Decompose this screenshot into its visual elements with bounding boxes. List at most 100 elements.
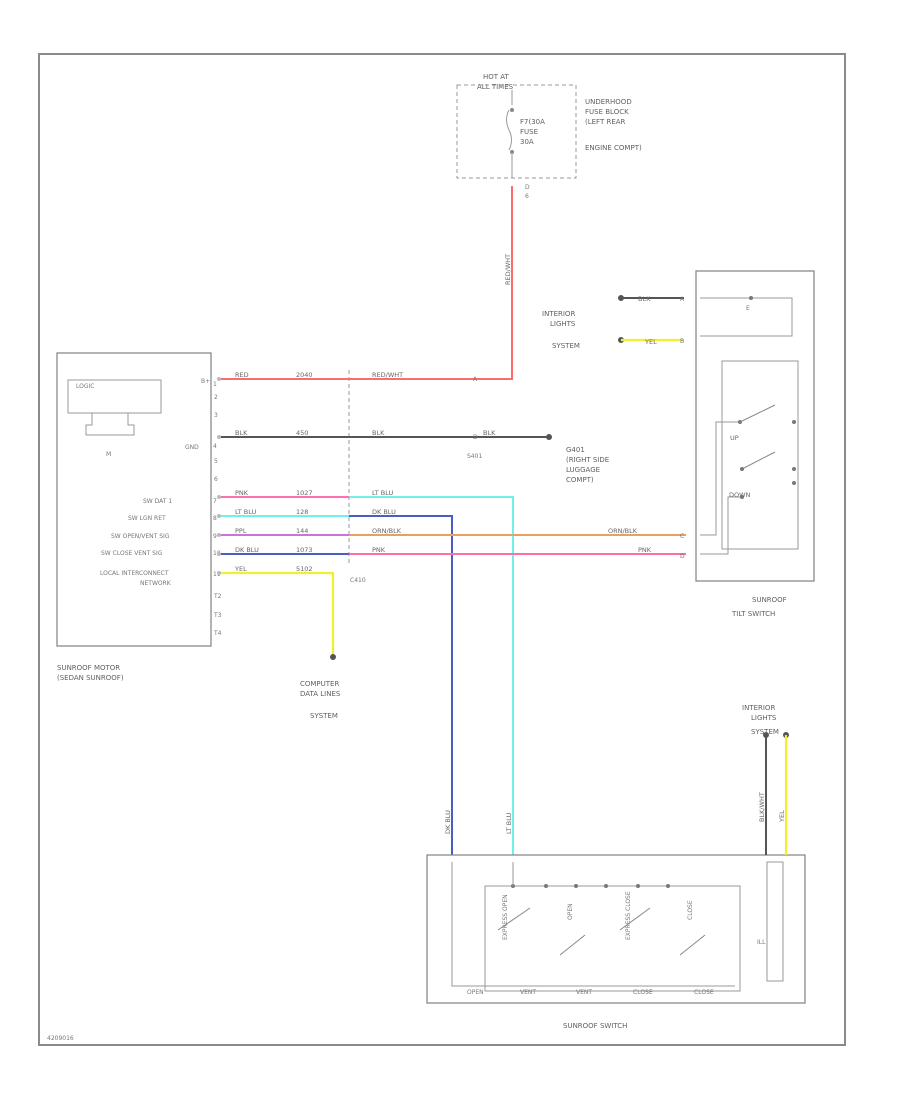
splice-s401: S401: [467, 453, 482, 460]
wire-ltblu-label-3: DK BLU: [372, 508, 396, 516]
contact-vent-2: VENT: [576, 989, 592, 996]
tilt-title-1: SUNROOF: [752, 596, 787, 604]
sw-label-express-open: EXPRESS OPEN: [502, 894, 509, 940]
tilt-interior-2: LIGHTS: [550, 320, 576, 328]
switch-wire-dkblu: DK BLU: [444, 810, 452, 834]
tilt-illum: E: [746, 305, 750, 312]
wire-dkblu-label-2: 1073: [296, 546, 313, 554]
fuse-caption-4: ENGINE COMPT): [585, 144, 642, 152]
footer-code: 4209016: [47, 1035, 74, 1042]
ground-line1: (RIGHT SIDE: [566, 456, 609, 464]
pin-label-close: SW CLOSE VENT SIG: [101, 550, 163, 557]
wire-yel-label-2: 5102: [296, 565, 313, 573]
tilt-pin-c: C: [680, 533, 684, 540]
ground-id: G401: [566, 446, 585, 454]
switch-interior-2: LIGHTS: [751, 714, 777, 722]
wire-ppl-label-1: PPL: [235, 527, 247, 535]
sunroof-motor: LOGIC M SUNROOF MOTOR (SEDAN SUNROOF) B+…: [56, 352, 222, 682]
tilt-down: DOWN: [729, 491, 751, 499]
wire-blk-label-4: BLK: [483, 429, 496, 437]
contact-vent-1: VENT: [520, 989, 536, 996]
contact-close-2: CLOSE: [694, 989, 714, 996]
wire-red-pin: A: [473, 376, 478, 383]
motor-connector-pins: [217, 377, 221, 575]
contact-open: OPEN: [467, 989, 484, 996]
fuse-label-3: 30A: [520, 138, 534, 146]
wire-dkblu-label-4: PNK: [638, 546, 652, 554]
motor-title-2: (SEDAN SUNROOF): [57, 674, 124, 682]
ground-line2: LUGGAGE: [566, 466, 600, 474]
contact-close-1: CLOSE: [633, 989, 653, 996]
pin-label-network: NETWORK: [140, 580, 172, 587]
wire-pnk-label-1: PNK: [235, 489, 249, 497]
tilt-pin-a: A: [680, 296, 685, 303]
logic-label: LOGIC: [76, 383, 94, 390]
wire-dkblu-label-1: DK BLU: [235, 546, 259, 554]
sw-label-open: OPEN: [567, 903, 574, 920]
pin-num-11: 11: [213, 571, 221, 578]
sw-label-close: CLOSE: [687, 900, 694, 920]
wire-red: [219, 186, 513, 380]
fuse-caption-3: (LEFT REAR: [585, 118, 626, 126]
pin-num-7: 7: [213, 498, 217, 505]
fuse-block: HOT AT ALL TIMES F7(30A FUSE 30A UNDERHO…: [456, 73, 642, 200]
wire-red-label-2: 2040: [296, 371, 313, 379]
pin-label-swlgn: SW LGN RET: [128, 515, 166, 522]
wire-ppl-label-3: ORN/BLK: [372, 527, 402, 535]
motor-title-1: SUNROOF MOTOR: [57, 664, 120, 672]
tilt-pin-d: D: [680, 553, 685, 560]
sunroof-tilt-switch: BLK YEL A B C D E INTERIOR LIGHTS SYSTEM…: [542, 270, 815, 618]
hot-at-label-2: ALL TIMES: [477, 83, 514, 91]
wire-red-label-1: RED: [235, 371, 249, 379]
motor-symbol: M: [106, 451, 111, 458]
pin-label-t3: T3: [213, 612, 222, 619]
wire-ppl-label-2: 144: [296, 527, 308, 535]
tilt-interior-3: SYSTEM: [552, 342, 580, 350]
computer-data-lines: COMPUTER DATA LINES SYSTEM: [300, 680, 341, 720]
splice-c410: C410: [350, 577, 366, 584]
switch-illum: ILL: [757, 939, 766, 946]
wire-red-vertical-label: RED/WHT: [504, 254, 512, 285]
pin-label-6: 6: [214, 476, 218, 483]
switch-interior-1: INTERIOR: [742, 704, 775, 712]
fuse-caption-2: FUSE BLOCK: [585, 108, 629, 116]
pin-label-bplus: B+: [201, 378, 210, 385]
pin-num-4: 4: [213, 443, 217, 450]
wire-ltblu-label-1: LT BLU: [235, 508, 257, 516]
pin-label-5: 5: [214, 458, 218, 465]
pin-label-t4: T4: [213, 630, 222, 637]
tilt-up: UP: [730, 434, 739, 442]
fuse-pin: D: [525, 184, 530, 191]
data-link-l1: COMPUTER: [300, 680, 339, 688]
tilt-wire-yel: YEL: [644, 338, 657, 346]
wire-yel: [219, 571, 335, 657]
pin-label-2: 2: [214, 394, 218, 401]
pin-label-swdat: SW DAT 1: [143, 498, 172, 505]
wire-pnk-label-2: 1027: [296, 489, 313, 497]
data-link-l3: SYSTEM: [310, 712, 338, 720]
data-link-l2: DATA LINES: [300, 690, 341, 698]
wire-blk-label-3: BLK: [372, 429, 385, 437]
switch-wire-yel: YEL: [778, 810, 786, 823]
wire-blk-pin: D: [473, 434, 478, 441]
fuse-label: F7(30A: [520, 118, 545, 126]
pin-label-t2: T2: [213, 593, 222, 600]
wire-pnk-label-3: LT BLU: [372, 489, 394, 497]
hot-at-label: HOT AT: [483, 73, 510, 81]
diagram-frame: [38, 53, 846, 1046]
sw-label-express-close: EXPRESS CLOSE: [625, 891, 632, 940]
switch-interior-3: SYSTEM: [751, 728, 779, 736]
wire-yel-label-1: YEL: [234, 565, 247, 573]
wire-dkblu-label-3: PNK: [372, 546, 386, 554]
pin-num-10: 10: [213, 550, 221, 557]
pin-label-lin: LOCAL INTERCONNECT: [100, 570, 169, 577]
pin-num-9: 9: [213, 533, 217, 540]
tilt-interior-1: INTERIOR: [542, 310, 575, 318]
tilt-pin-b: B: [680, 338, 684, 345]
fuse-label-2: FUSE: [520, 128, 538, 136]
switch-wire-ltblu: LT BLU: [505, 812, 513, 834]
wire-ltblu-label-2: 128: [296, 508, 308, 516]
fuse-caption-1: UNDERHOOD: [585, 98, 632, 106]
fuse-pin-2: 6: [525, 193, 529, 200]
